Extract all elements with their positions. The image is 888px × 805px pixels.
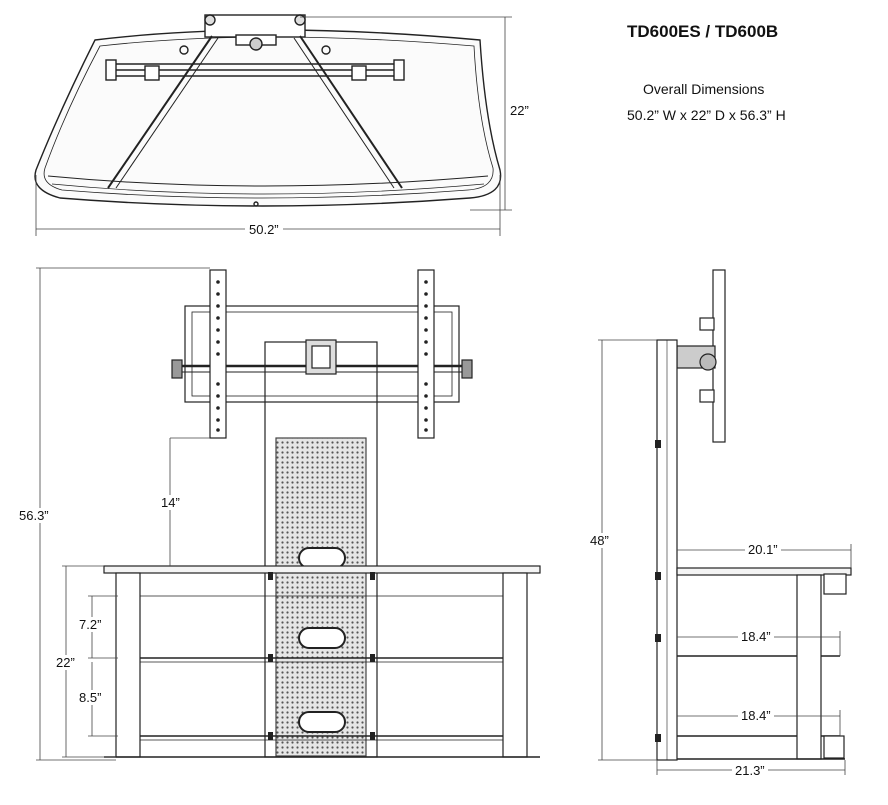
top-view-mount-bracket <box>204 14 306 38</box>
top-view-inner-outline <box>43 36 494 199</box>
top-view-strut-right <box>299 35 403 189</box>
front-top-glass-shelf <box>103 565 541 574</box>
side-top-shelf-label: 20.1” <box>745 543 781 556</box>
overall-dimensions-label: Overall Dimensions <box>643 81 765 97</box>
front-view <box>103 269 541 758</box>
top-view-glass-outline <box>34 29 502 207</box>
side-rear-leg <box>796 574 822 760</box>
side-column-height-label: 48” <box>589 533 610 548</box>
top-view-strut-left <box>107 35 213 189</box>
overall-dimensions-value: 50.2” W x 22” D x 56.3” H <box>627 107 786 123</box>
side-view <box>655 269 852 761</box>
front-clearance-label: 14” <box>159 495 182 510</box>
front-lower-gap-label: 8.5” <box>78 690 103 705</box>
front-mount-frame <box>184 305 460 403</box>
front-total-height-label: 56.3” <box>18 508 50 523</box>
top-view-knob-right <box>294 14 306 26</box>
front-shelf-height-label: 22” <box>55 655 76 670</box>
top-view-front-edge <box>47 175 489 187</box>
side-top-shelf <box>676 567 852 576</box>
front-left-leg <box>115 572 141 758</box>
model-title: TD600ES / TD600B <box>627 22 779 41</box>
top-width-label: 50.2” <box>245 223 283 236</box>
top-view <box>34 14 502 207</box>
top-depth-label: 22” <box>508 103 531 118</box>
side-middle-shelf-label: 18.4” <box>738 630 774 643</box>
top-view-knob-left <box>204 14 216 26</box>
side-bottom-shelf-label: 18.4” <box>738 709 774 722</box>
front-perforated-panel <box>275 437 367 757</box>
front-upper-gap-label: 7.2” <box>78 617 103 632</box>
front-right-leg <box>502 572 528 758</box>
side-base-depth-label: 21.3” <box>732 764 768 777</box>
